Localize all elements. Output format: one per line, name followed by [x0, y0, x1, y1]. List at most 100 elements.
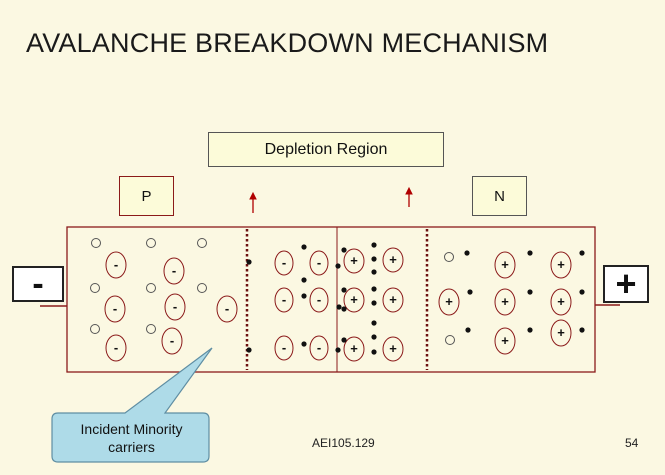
svg-text:+: + [389, 341, 397, 356]
electron [579, 327, 585, 333]
acceptor-ion: - [274, 287, 294, 313]
p-region-label: P [119, 176, 174, 216]
footer-code: AEI105.129 [312, 436, 375, 450]
donor-ion: + [382, 287, 404, 313]
svg-text:+: + [350, 253, 358, 268]
svg-text:+: + [389, 292, 397, 307]
electron [371, 269, 377, 275]
electron [527, 250, 533, 256]
donor-ion: + [494, 251, 516, 279]
hole [197, 283, 207, 293]
hole [146, 283, 156, 293]
electron [246, 347, 252, 353]
n-region-label: N [472, 176, 527, 216]
donor-ion: + [494, 288, 516, 316]
left-boundary-arrow [249, 191, 257, 213]
donor-ion: + [494, 327, 516, 355]
electron [371, 286, 377, 292]
electron [335, 347, 341, 353]
donor-ion: + [382, 247, 404, 273]
electron [335, 263, 341, 269]
svg-text:-: - [113, 301, 117, 316]
electron [301, 244, 307, 250]
hole [197, 238, 207, 248]
callout-text: Incident Minority carriers [55, 413, 208, 462]
acceptor-ion: - [105, 334, 127, 362]
electron [341, 306, 347, 312]
svg-text:+: + [350, 292, 358, 307]
svg-text:-: - [114, 340, 118, 355]
electron [371, 300, 377, 306]
svg-text:-: - [282, 292, 286, 307]
hole-markers [90, 238, 455, 345]
hole [445, 335, 455, 345]
electron [341, 287, 347, 293]
electron [579, 289, 585, 295]
electron [371, 242, 377, 248]
callout-line1: Incident Minority [80, 420, 183, 437]
callout-line2: carriers [108, 438, 155, 455]
right-boundary-arrow [405, 186, 413, 207]
electron [465, 327, 471, 333]
donor-ion: + [343, 287, 365, 313]
slide-title: AVALANCHE BREAKDOWN MECHANISM [26, 28, 549, 58]
electron [336, 304, 342, 310]
acceptor-ion: - [164, 293, 186, 321]
electron [301, 341, 307, 347]
electron [467, 289, 473, 295]
acceptor-ion: - [309, 287, 329, 313]
acceptor-ion: - [216, 295, 238, 323]
donor-ion: + [343, 248, 365, 274]
svg-text:+: + [501, 294, 509, 309]
electron-markers [246, 242, 585, 355]
svg-text:-: - [282, 255, 286, 270]
acceptor-ion: - [274, 250, 294, 276]
electron [464, 250, 470, 256]
positive-terminal: + [603, 265, 649, 303]
donor-ion: + [550, 288, 572, 316]
svg-text:+: + [557, 325, 565, 340]
electron [371, 320, 377, 326]
acceptor-ion: - [104, 295, 126, 323]
svg-text:+: + [501, 257, 509, 272]
donor-ion: + [550, 251, 572, 279]
svg-text:-: - [225, 301, 229, 316]
hole [90, 283, 100, 293]
callout-bubble [51, 347, 213, 463]
donor-ion: + [382, 336, 404, 362]
svg-text:+: + [501, 333, 509, 348]
svg-text:-: - [114, 257, 118, 272]
hole [444, 252, 454, 262]
depletion-region-label: Depletion Region [208, 132, 444, 167]
negative-terminal: - [12, 266, 64, 302]
svg-text:-: - [172, 263, 176, 278]
acceptor-ion: - [163, 257, 185, 285]
electron [371, 334, 377, 340]
electron [341, 247, 347, 253]
svg-text:+: + [389, 252, 397, 267]
electron [527, 289, 533, 295]
electron [301, 293, 307, 299]
electron [371, 349, 377, 355]
svg-text:-: - [317, 255, 321, 270]
svg-text:+: + [557, 257, 565, 272]
svg-text:+: + [445, 294, 453, 309]
electron [579, 250, 585, 256]
donor-ion: + [550, 319, 572, 347]
semiconductor-bar [66, 226, 596, 373]
electron [371, 256, 377, 262]
svg-text:-: - [170, 333, 174, 348]
acceptor-ion: - [274, 335, 294, 361]
hole [90, 324, 100, 334]
acceptor-ion: - [105, 251, 127, 279]
acceptor-ion: - [161, 327, 183, 355]
donor-ion: + [343, 336, 365, 362]
page-number: 54 [625, 436, 639, 450]
hole [91, 238, 101, 248]
electron [246, 259, 252, 265]
electron [527, 327, 533, 333]
electron [341, 337, 347, 343]
svg-text:-: - [173, 299, 177, 314]
